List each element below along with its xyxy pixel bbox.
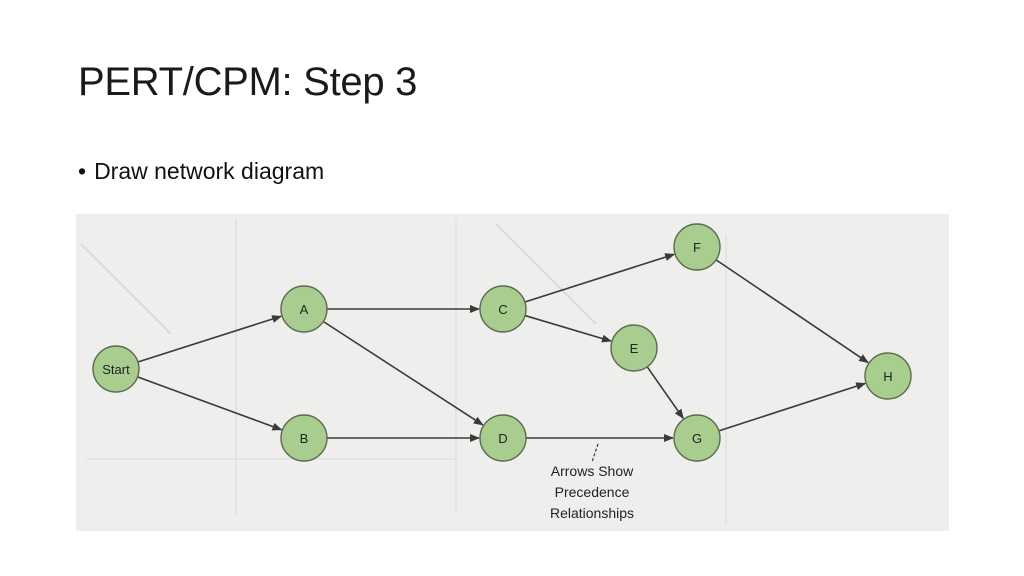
caption-line: Precedence	[555, 484, 630, 500]
bullet-text: Draw network diagram	[94, 158, 325, 184]
node-d-label: D	[498, 431, 507, 446]
node-d: D	[479, 414, 527, 462]
caption-leader-line	[591, 443, 599, 463]
edge-c-e-arrow	[524, 314, 612, 343]
caption-line: Relationships	[550, 505, 634, 521]
node-f-label: F	[693, 240, 701, 255]
edge-start-b-arrow	[137, 376, 283, 431]
node-e-label: E	[630, 341, 639, 356]
node-b: B	[280, 414, 328, 462]
edge-c-f-arrow	[524, 253, 676, 303]
node-g-circle	[673, 414, 721, 462]
node-e-circle	[610, 324, 658, 372]
bullet-dot-icon: •	[78, 158, 87, 184]
node-h-label: H	[883, 369, 892, 384]
node-g-label: G	[692, 431, 702, 446]
node-f-circle	[673, 223, 721, 271]
node-h-circle	[864, 352, 912, 400]
caption-line: Arrows Show	[551, 463, 634, 479]
node-b-circle	[280, 414, 328, 462]
node-b-label: B	[300, 431, 309, 446]
node-c-circle	[479, 285, 527, 333]
node-f: F	[673, 223, 721, 271]
network-diagram: Start A B C D E F G H Arrows ShowPrecedenceRelat…	[80, 219, 912, 524]
node-a-circle	[280, 285, 328, 333]
node-c-label: C	[498, 302, 507, 317]
node-h: H	[864, 352, 912, 400]
node-a: A	[280, 285, 328, 333]
node-e: E	[610, 324, 658, 372]
node-g: G	[673, 414, 721, 462]
edge-start-a-arrow	[137, 315, 283, 363]
node-start-circle	[92, 345, 140, 393]
node-d-circle	[479, 414, 527, 462]
bullet-item: • Draw network diagram	[78, 158, 324, 185]
slide-title: PERT/CPM: Step 3	[78, 60, 418, 104]
edge-f-h-arrow	[715, 259, 869, 364]
edge-a-d-arrow	[322, 320, 484, 426]
node-c: C	[479, 285, 527, 333]
node-start: Start	[92, 345, 140, 393]
node-start-label: Start	[102, 362, 130, 377]
edge-e-g-arrow	[646, 366, 684, 420]
faded-background-text	[80, 219, 727, 524]
edge-g-h-arrow	[718, 382, 867, 432]
node-a-label: A	[300, 302, 309, 317]
